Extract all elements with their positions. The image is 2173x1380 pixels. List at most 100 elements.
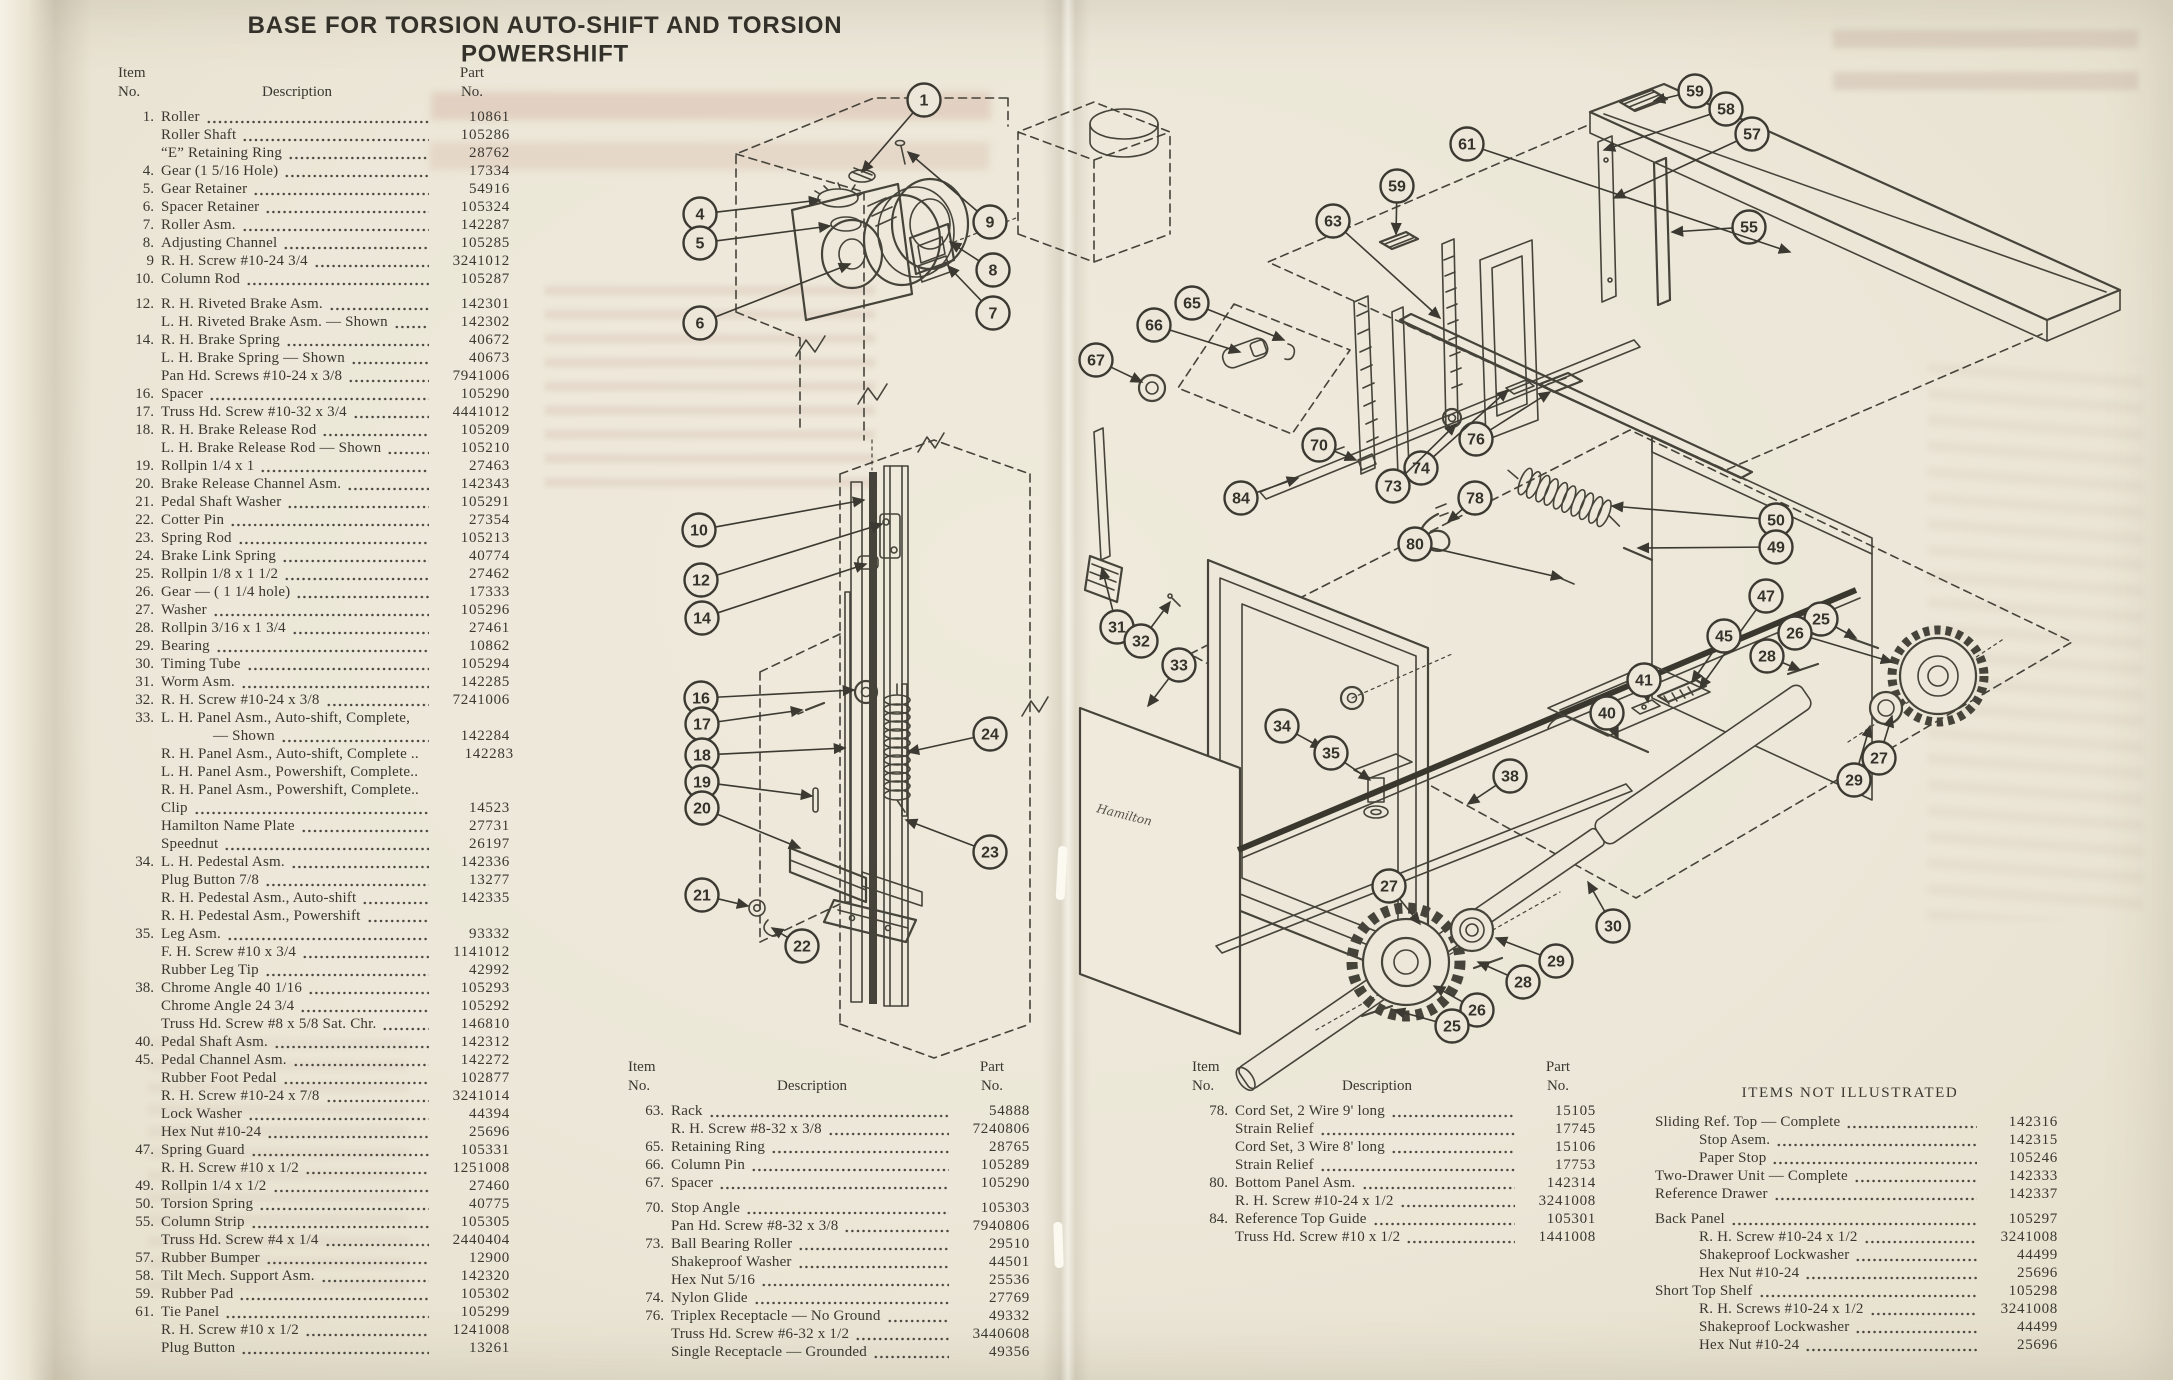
callout-45: 45 (1691, 618, 1742, 684)
table-row: R. H. Pedestal Asm., Powershift (118, 907, 510, 925)
callout-40: 40 (1589, 695, 1625, 740)
callout-74: 74 (1403, 388, 1510, 486)
svg-text:10: 10 (690, 523, 708, 540)
svg-text:74: 74 (1412, 461, 1430, 478)
svg-text:40: 40 (1598, 706, 1616, 723)
svg-text:78: 78 (1466, 491, 1484, 508)
callout-70: 70 (1301, 427, 1358, 463)
table-row: 26.Gear — ( 1 1/4 hole)17333 (135, 584, 510, 600)
diagram-base-assembly: Hamilton (1078, 82, 2122, 1092)
svg-text:22: 22 (793, 939, 811, 956)
items-not-illustrated-title: ITEMS NOT ILLUSTRATED (1741, 1085, 1959, 1101)
col-header-no: No. (1546, 1078, 1570, 1094)
callout-80: 80 (1397, 526, 1564, 581)
svg-text:31: 31 (1108, 620, 1126, 637)
callout-1: 1 (860, 82, 942, 174)
callout-73: 73 (1375, 422, 1458, 504)
callout-84: 84 (1223, 476, 1300, 516)
col-header-item: Item (628, 1059, 656, 1075)
callout-27: 27 (1861, 714, 1897, 776)
table-row: R. H. Panel Asm., Auto-shift, Complete .… (161, 746, 514, 762)
callout-35: 35 (1313, 735, 1372, 781)
callout-76: 76 (1458, 391, 1552, 457)
callout-17: 17 (684, 706, 804, 742)
svg-text:9: 9 (986, 215, 995, 232)
table-row: 80.Bottom Panel Asm.142314 (1209, 1175, 1596, 1191)
col-header-no: No. (118, 84, 141, 100)
svg-text:38: 38 (1501, 769, 1519, 786)
callout-10: 10 (681, 496, 866, 548)
svg-text:66: 66 (1145, 318, 1163, 335)
svg-text:18: 18 (693, 748, 711, 765)
callout-26: 26 (1432, 985, 1495, 1028)
callout-57: 57 (1612, 116, 1770, 199)
svg-text:65: 65 (1183, 296, 1201, 313)
svg-text:12: 12 (692, 573, 710, 590)
svg-text:29: 29 (1845, 773, 1863, 790)
callout-6: 6 (682, 262, 852, 341)
svg-text:59: 59 (1686, 84, 1704, 101)
callout-61: 61 (1449, 126, 1792, 254)
callout-26: 26 (1777, 615, 1894, 665)
svg-text:41: 41 (1635, 673, 1653, 690)
callout-66: 66 (1136, 307, 1242, 354)
callout-19: 19 (684, 764, 814, 801)
callout-50: 50 (1610, 501, 1794, 538)
callout-29: 29 (1836, 724, 1873, 798)
table-row: 34.L. H. Pedestal Asm.142336 (135, 854, 510, 870)
callout-4: 4 (682, 195, 822, 232)
col-header-no: No. (1192, 1078, 1215, 1094)
svg-text:7: 7 (989, 306, 998, 323)
callout-63: 63 (1315, 203, 1442, 320)
col-header-no: No. (460, 84, 484, 100)
svg-text:61: 61 (1458, 137, 1476, 154)
svg-text:76: 76 (1467, 432, 1485, 449)
callout-21: 21 (684, 877, 750, 913)
callout-8: 8 (948, 241, 1011, 288)
svg-text:49: 49 (1767, 540, 1785, 557)
svg-text:35: 35 (1322, 746, 1340, 763)
callout-29: 29 (1494, 936, 1574, 979)
callout-14: 14 (684, 562, 868, 636)
